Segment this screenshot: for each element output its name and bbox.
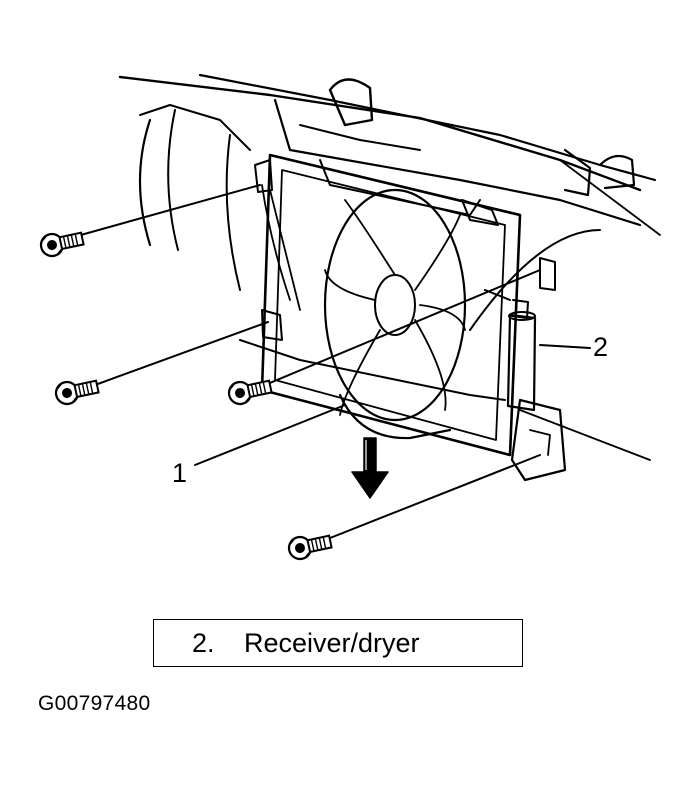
down-arrow-icon xyxy=(351,437,389,499)
bolt-icon xyxy=(37,226,86,260)
figure-id: G00797480 xyxy=(38,692,151,715)
callout-1-label: 1 xyxy=(172,458,187,488)
legend-box: 2. Receiver/dryer xyxy=(153,619,523,667)
callout-2-label: 2 xyxy=(593,332,608,362)
bolt-icon xyxy=(225,374,274,408)
legend-item-number: 2. xyxy=(192,627,215,658)
legend-item-label: Receiver/dryer xyxy=(244,627,420,658)
condenser-fan-removal-illustration: 2 1 xyxy=(37,73,661,563)
bolt-icon xyxy=(285,529,334,563)
bolt-icon xyxy=(52,374,101,408)
